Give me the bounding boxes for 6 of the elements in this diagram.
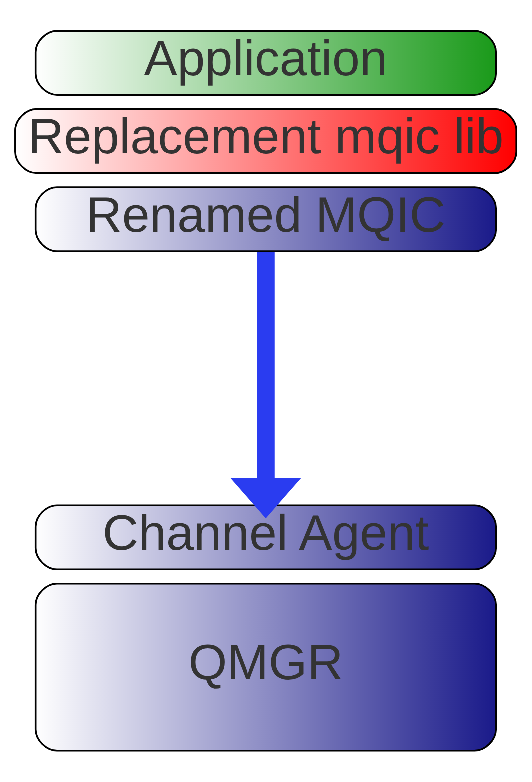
node-box: Renamed MQIC — [34, 186, 498, 252]
arrow — [230, 252, 302, 519]
node-box: Application — [34, 30, 498, 96]
node-box: Channel Agent — [34, 504, 498, 570]
node-box: QMGR — [34, 582, 498, 752]
node-box: Replacement mqic lib — [14, 108, 518, 174]
